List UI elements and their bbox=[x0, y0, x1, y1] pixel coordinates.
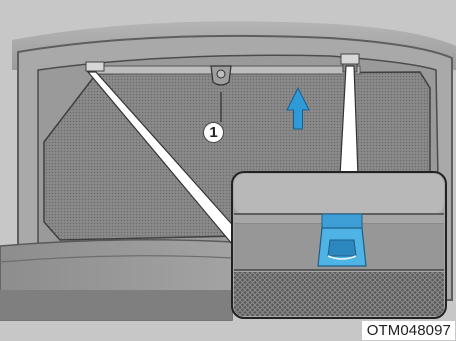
detail-inset bbox=[232, 172, 446, 318]
clip-top bbox=[322, 214, 362, 228]
left-mount bbox=[86, 62, 104, 71]
callout-number-1: 1 bbox=[203, 122, 224, 143]
figure-code: OTM048097 bbox=[362, 321, 455, 340]
right-mount bbox=[341, 54, 359, 64]
